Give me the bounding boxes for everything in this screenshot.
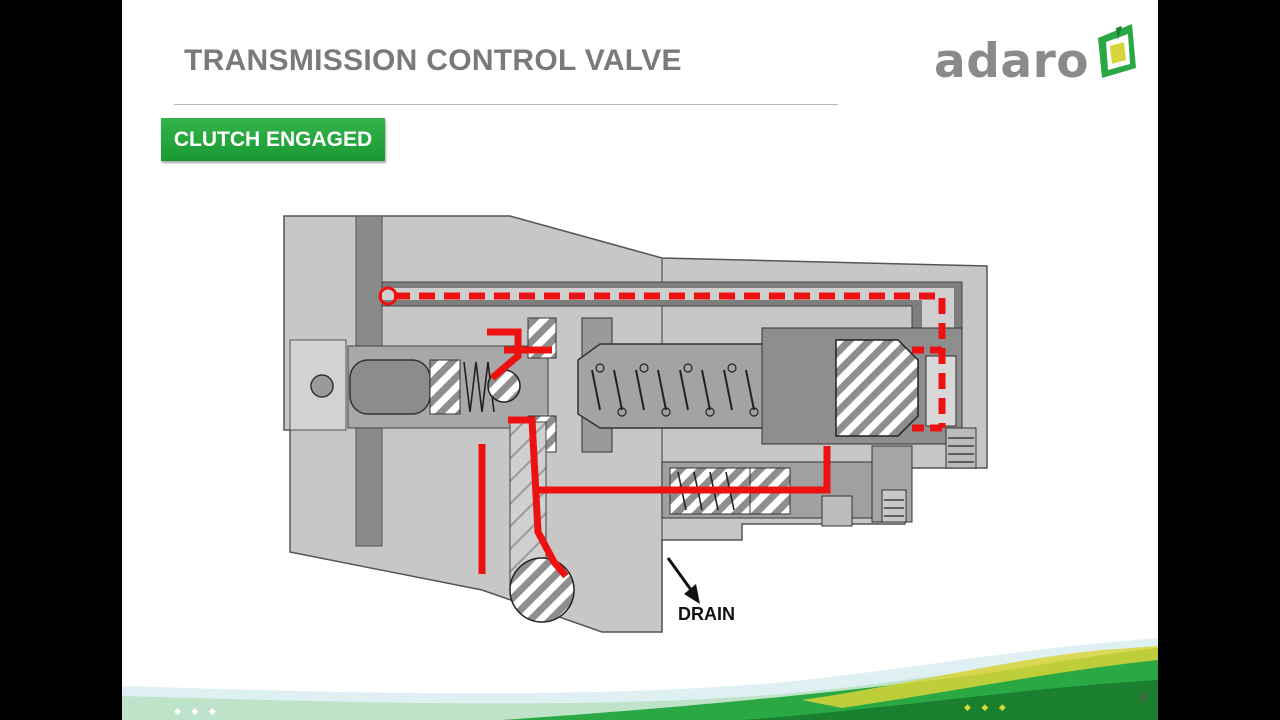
clutch-engaged-badge: CLUTCH ENGAGED: [161, 118, 385, 161]
page-number: 8: [1139, 689, 1147, 705]
title-divider: [174, 104, 838, 105]
logo-wordmark: adaro: [934, 34, 1090, 89]
slide: TRANSMISSION CONTROL VALVE adaro CLUTCH …: [122, 0, 1158, 720]
plunger: [349, 359, 431, 415]
drain-arrow-icon: [666, 557, 700, 604]
valve-cross-section-diagram: [283, 215, 988, 633]
small-spring: [463, 361, 495, 413]
footer-dots-left: ◆ ◆ ◆: [174, 706, 220, 716]
logo-emblem-icon: [1098, 24, 1136, 78]
drain-label: DRAIN: [678, 604, 735, 624]
plug-circle: [310, 374, 334, 398]
adaro-logo: adaro: [934, 18, 1144, 89]
oil-flow-path: [394, 292, 946, 579]
slide-title: TRANSMISSION CONTROL VALVE: [184, 44, 682, 77]
drain-port: [509, 557, 575, 623]
footer-dots-right: ◆ ◆ ◆: [964, 702, 1010, 712]
right-piston: [835, 339, 919, 437]
footer-band: [122, 638, 1158, 720]
